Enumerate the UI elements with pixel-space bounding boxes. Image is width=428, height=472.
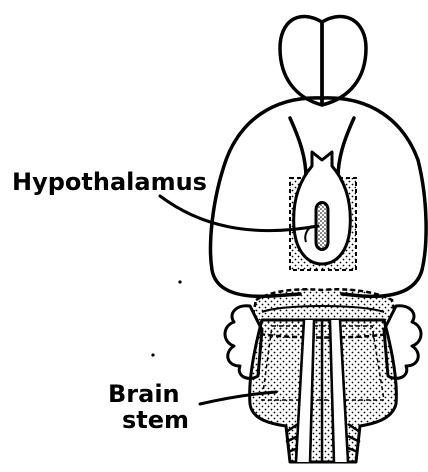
stray-dots [151,280,181,356]
hypothalamus-label: Hypothalamus [12,168,207,196]
olfactory-bulbs [280,16,366,105]
brain-stem-label-line2: stem [122,406,189,434]
hypothalamus-region [290,152,356,270]
brain-stem-label-line1: Brain [108,380,180,408]
